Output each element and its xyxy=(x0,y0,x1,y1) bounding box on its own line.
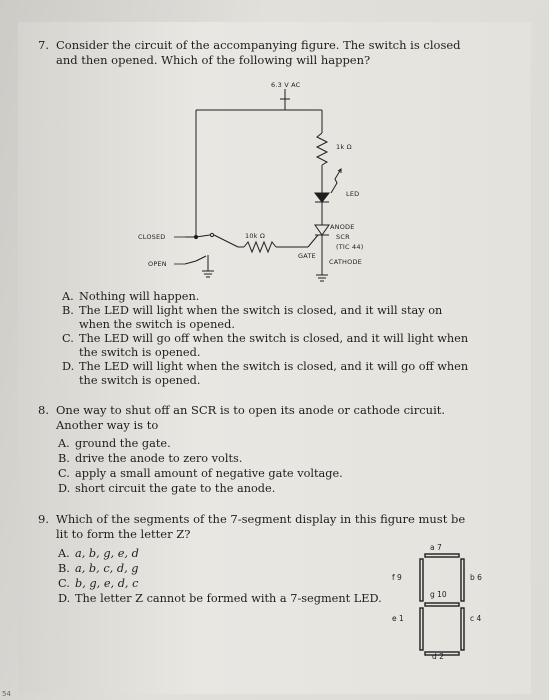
segment-f-label: f 9 xyxy=(392,573,402,582)
question-7: 7. Consider the circuit of the accompany… xyxy=(38,38,468,67)
gate-label: GATE xyxy=(298,252,316,260)
q7-option-d: D. The LED will light when the switch is… xyxy=(62,360,469,387)
scr-part-label: (TIC 44) xyxy=(336,243,364,251)
supply-label: 6.3 V AC xyxy=(271,81,301,89)
question-number: 8. xyxy=(38,403,49,417)
q7-option-c: C. The LED will go off when the switch i… xyxy=(62,332,469,359)
open-label: OPEN xyxy=(148,260,167,268)
segment-g-label: g 10 xyxy=(430,590,447,599)
workbook-page xyxy=(18,22,531,694)
seven-segment-display xyxy=(419,553,465,656)
segment-e-label: e 1 xyxy=(392,614,404,623)
resistor-10k-label: 10k Ω xyxy=(245,232,266,240)
q8-option-c: C. apply a small amount of negative gate… xyxy=(58,467,343,480)
scr-label: SCR xyxy=(336,233,350,241)
resistor-1k-label: 1k Ω xyxy=(336,143,352,151)
question-text: One way to shut off an SCR is to open it… xyxy=(56,403,446,432)
segment-c-label: c 4 xyxy=(470,614,482,623)
anode-label: ANODE xyxy=(330,223,355,231)
q8-option-d: D. short circuit the gate to the anode. xyxy=(58,482,276,495)
page-number: 54 xyxy=(2,690,11,698)
question-text: Which of the segments of the 7-segment d… xyxy=(56,512,466,541)
q8-option-a: A. ground the gate. xyxy=(58,437,171,450)
question-number: 9. xyxy=(38,512,49,526)
question-8: 8. One way to shut off an SCR is to open… xyxy=(38,403,468,432)
segment-d-label: d 2 xyxy=(432,652,444,661)
q9-option-d: D. The letter Z cannot be formed with a … xyxy=(58,592,382,605)
cathode-label: CATHODE xyxy=(329,258,362,266)
q9-option-a: A. a, b, g, e, d xyxy=(58,547,139,560)
scr-circuit-figure xyxy=(174,89,342,282)
segment-b-label: b 6 xyxy=(470,573,482,582)
segment-a-label: a 7 xyxy=(430,543,442,552)
q7-option-a: A. Nothing will happen. xyxy=(62,290,200,303)
q9-option-c: C. b, g, e, d, c xyxy=(58,577,139,590)
led-label: LED xyxy=(346,190,360,198)
question-9: 9. Which of the segments of the 7-segmen… xyxy=(38,512,478,541)
q7-option-b: B. The LED will light when the switch is… xyxy=(62,304,443,331)
closed-label: CLOSED xyxy=(138,233,166,241)
q9-option-b: B. a, b, c, d, g xyxy=(58,562,139,575)
q8-option-b: B. drive the anode to zero volts. xyxy=(58,452,243,465)
question-number: 7. xyxy=(38,38,49,52)
question-text: Consider the circuit of the accompanying… xyxy=(56,38,461,67)
